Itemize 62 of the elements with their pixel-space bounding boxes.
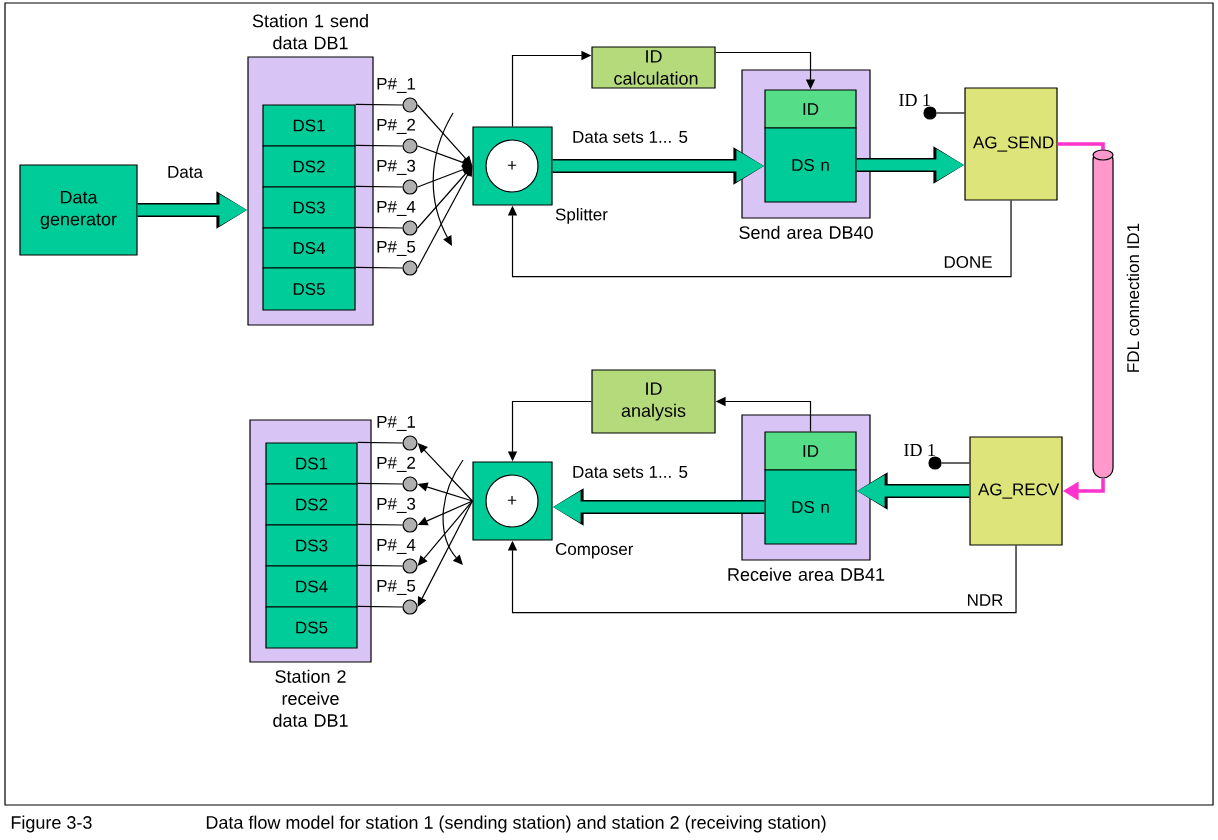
data-set-box: DS2 xyxy=(265,483,358,526)
connector-line xyxy=(355,144,403,147)
connector-line xyxy=(357,523,403,526)
connector-line xyxy=(357,482,403,485)
connector-line xyxy=(355,185,403,188)
connection-tube: FDL connection ID1 xyxy=(1092,149,1140,479)
node-label: Composer xyxy=(555,543,634,559)
node-label: Send area DB40 xyxy=(739,225,873,239)
data-set-box: DS5 xyxy=(262,267,356,311)
node-label: P#_5 xyxy=(377,240,416,257)
connector-line xyxy=(941,462,970,464)
edge-label: Data xyxy=(165,164,205,180)
node-label: ID 1 xyxy=(904,444,935,456)
connector-line xyxy=(355,226,403,229)
connector-line xyxy=(355,103,403,106)
node-label: ID 1 xyxy=(899,94,930,106)
connector-line xyxy=(357,605,403,608)
edge-label: NDR xyxy=(964,592,1006,608)
edge-label: DONE xyxy=(941,254,995,270)
edge-label: Data sets 1... 5 xyxy=(570,129,690,145)
data-set-box: DS4 xyxy=(265,565,358,608)
connector-line xyxy=(355,266,403,269)
process-box: Data generator xyxy=(19,164,138,256)
data-set-box: DS1 xyxy=(262,104,356,147)
node-label: P#_2 xyxy=(377,456,415,473)
connector-line xyxy=(357,441,403,444)
node-label: P#_4 xyxy=(377,538,416,555)
connector-line xyxy=(936,112,965,114)
arrow xyxy=(507,200,1012,278)
id-field: ID xyxy=(764,89,857,129)
caption: Data flow model for station 1 (sending station) and station 2 (receiving station) xyxy=(206,815,826,833)
node-label: Receive area DB41 xyxy=(728,567,885,581)
node-label: Splitter xyxy=(555,207,608,224)
node-label: P#_3 xyxy=(377,497,416,514)
id-field: ID xyxy=(764,431,857,471)
node-label: FDL connection ID1 xyxy=(1126,223,1140,372)
figure-number: Figure 3-3 xyxy=(11,815,92,833)
data-set-box: DS4 xyxy=(262,227,356,269)
node-label: P#_1 xyxy=(377,415,416,432)
node-label: P#_2 xyxy=(377,118,415,135)
node-label: P#_5 xyxy=(377,579,416,596)
connector-line xyxy=(357,564,403,567)
data-set-field: DS n xyxy=(764,469,857,545)
data-set-box: DS3 xyxy=(262,186,356,229)
data-set-box: DS2 xyxy=(262,145,356,188)
data-set-box: DS1 xyxy=(265,442,358,485)
data-set-box: DS3 xyxy=(265,524,358,567)
node-label: Station 2 receive data DB1 xyxy=(273,669,348,727)
function-block: AG_SEND xyxy=(964,87,1058,201)
data-set-box: DS5 xyxy=(265,606,358,649)
arrow xyxy=(417,500,473,566)
process-box: ID calculation xyxy=(591,46,716,89)
arrow xyxy=(417,166,473,269)
node-label: P#_3 xyxy=(377,159,416,176)
arrow xyxy=(417,500,473,607)
data-set-field: DS n xyxy=(764,127,857,203)
node-label: Station 1 send data DB1 xyxy=(252,14,368,50)
node-label: P#_4 xyxy=(377,200,416,217)
node-label: P#_1 xyxy=(377,77,416,94)
edge-label: Data sets 1... 5 xyxy=(570,464,690,480)
process-box: ID analysis xyxy=(591,369,716,434)
function-block: AG_RECV xyxy=(969,436,1063,546)
